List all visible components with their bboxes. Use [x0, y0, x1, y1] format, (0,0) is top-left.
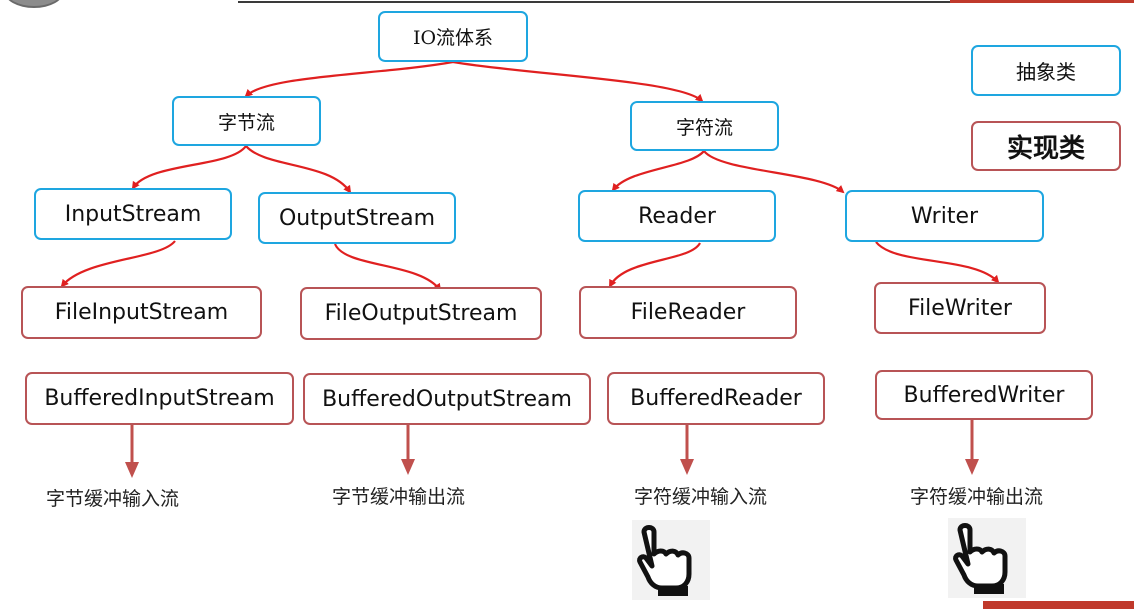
- node-buffered-output-stream: BufferedOutputStream: [303, 373, 591, 425]
- note-char-buffered-input: 字符缓冲输入流: [634, 486, 768, 508]
- footer-accent: [983, 601, 1134, 609]
- edge-char-reader: [611, 150, 705, 192]
- pointing-hand-icon: [948, 518, 1026, 598]
- node-buffered-reader: BufferedReader: [607, 372, 825, 425]
- node-io-root: IO流体系: [378, 11, 528, 62]
- edge-root-char: [452, 60, 704, 103]
- edge-root-byte: [244, 60, 454, 98]
- edge-reader-file: [609, 242, 701, 288]
- header-accent-rule: [950, 0, 1134, 3]
- node-char-stream: 字符流: [630, 101, 779, 151]
- edge-byte-input: [131, 145, 247, 190]
- edge-output-file: [333, 243, 442, 292]
- node-reader: Reader: [578, 190, 776, 242]
- header-rule: [238, 1, 950, 3]
- node-file-input-stream: FileInputStream: [21, 286, 262, 339]
- edge-input-file: [60, 240, 176, 288]
- node-buffered-input-stream: BufferedInputStream: [25, 372, 294, 425]
- edge-byte-output: [245, 145, 352, 194]
- node-byte-stream: 字节流: [172, 96, 321, 146]
- legend-abstract-class: 抽象类: [971, 45, 1121, 96]
- legend-impl-class: 实现类: [971, 121, 1121, 171]
- note-byte-buffered-output: 字节缓冲输出流: [332, 486, 466, 508]
- node-output-stream: OutputStream: [258, 192, 456, 244]
- pointing-hand-icon: [632, 520, 710, 600]
- edge-char-writer: [703, 150, 845, 194]
- node-input-stream: InputStream: [34, 188, 232, 240]
- node-file-reader: FileReader: [579, 286, 797, 339]
- node-buffered-writer: BufferedWriter: [875, 370, 1093, 420]
- node-file-output-stream: FileOutputStream: [300, 287, 542, 340]
- node-file-writer: FileWriter: [874, 282, 1046, 334]
- node-writer: Writer: [845, 190, 1044, 242]
- down-arrows: [125, 420, 979, 478]
- note-char-buffered-output: 字符缓冲输出流: [910, 486, 1044, 508]
- note-byte-buffered-input: 字节缓冲输入流: [46, 488, 180, 510]
- edge-writer-file: [875, 241, 1000, 284]
